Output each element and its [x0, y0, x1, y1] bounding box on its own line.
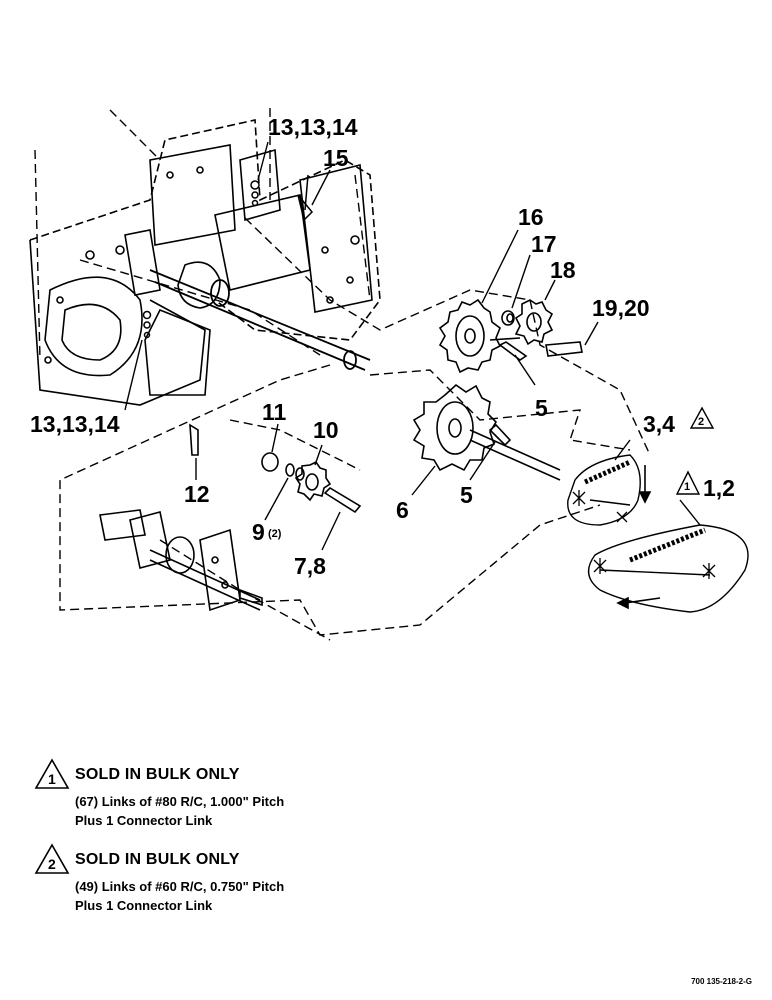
callout-5-upper: 5	[535, 395, 548, 421]
flag-triangle-1: 1	[675, 470, 701, 495]
upper-sprocket-assembly	[438, 298, 583, 374]
lower-sprocket-assembly	[412, 383, 561, 481]
note-1-line1: (67) Links of #80 R/C, 1.000" Pitch	[75, 794, 285, 809]
frame-housing	[29, 119, 381, 406]
callout-12: 12	[184, 481, 210, 507]
callout-11: 11	[262, 399, 287, 425]
note-1: 1 SOLD IN BULK ONLY (67) Links of #80 R/…	[34, 758, 434, 828]
callout-1-2: 1,2	[703, 475, 735, 501]
note-1-flag: 1	[48, 771, 56, 787]
note-2-line1: (49) Links of #60 R/C, 0.750" Pitch	[75, 879, 285, 894]
note-2-flag: 2	[48, 856, 56, 872]
note-1-heading: SOLD IN BULK ONLY	[75, 766, 240, 783]
callout-15: 15	[323, 145, 349, 171]
flag-2-label: 2	[698, 416, 704, 428]
main-shaft	[149, 269, 371, 371]
callout-13-13-14-top: 13,13,14	[268, 114, 358, 140]
note-2-line2: Plus 1 Connector Link	[75, 898, 213, 913]
callout-7-8: 7,8	[294, 553, 326, 579]
callout-18: 18	[550, 257, 576, 283]
callout-5-lower: 5	[460, 482, 473, 508]
small-sprocket-group	[189, 423, 362, 514]
idler-assembly	[99, 509, 263, 612]
leader-lines	[124, 141, 701, 551]
explode-lines	[34, 108, 651, 641]
figure-id: 700 135-218-2-G	[691, 977, 752, 986]
callout-3-4: 3,4	[643, 411, 675, 437]
chain-asterisks	[572, 490, 716, 579]
callout-9-qty: (2)	[268, 528, 282, 540]
note-2: 2 SOLD IN BULK ONLY (49) Links of #60 R/…	[34, 843, 434, 913]
callout-9: 9	[252, 519, 265, 545]
flag-triangle-2: 2	[689, 406, 715, 429]
callout-16: 16	[518, 204, 544, 230]
hardware-upper	[142, 174, 314, 339]
note-2-triangle: 2	[34, 843, 70, 874]
chains	[567, 454, 749, 613]
callout-10: 10	[313, 417, 339, 443]
direction-arrows	[616, 465, 661, 610]
callout-6: 6	[396, 497, 409, 523]
note-2-heading: SOLD IN BULK ONLY	[75, 851, 240, 868]
callout-17: 17	[531, 231, 557, 257]
flag-1-label: 1	[684, 481, 690, 493]
callout-19-20: 19,20	[592, 295, 650, 321]
note-1-line2: Plus 1 Connector Link	[75, 813, 213, 828]
callout-13-13-14-left: 13,13,14	[30, 411, 120, 437]
note-1-triangle: 1	[34, 758, 70, 789]
